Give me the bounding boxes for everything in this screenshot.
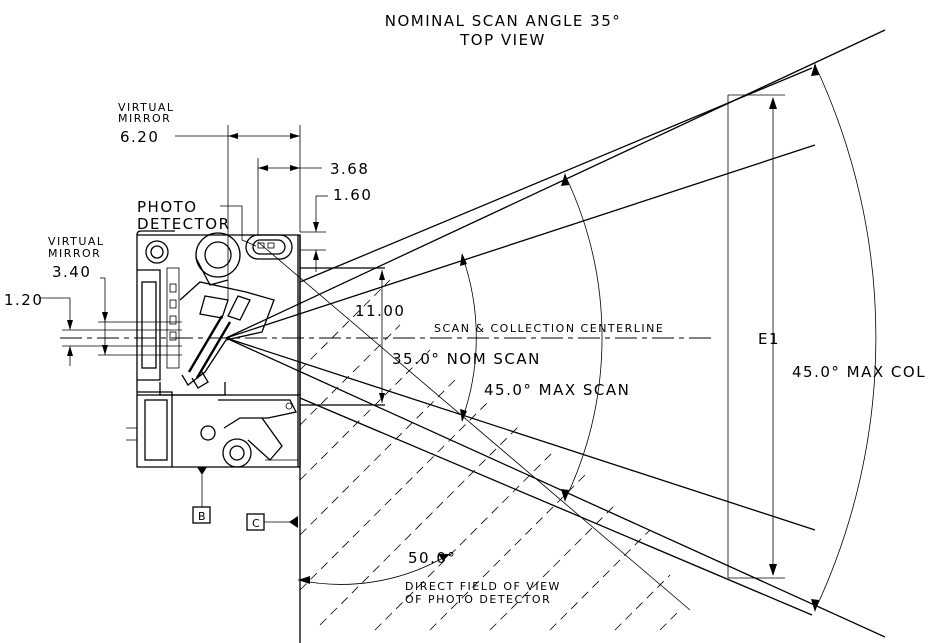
fov-edge-line: [257, 241, 691, 611]
e1-label: E1: [758, 330, 780, 348]
dim-3-68-label: 3.68: [330, 160, 369, 178]
scan-rays: [225, 29, 886, 638]
virtual-mirror-left-line2: MIRROR: [48, 247, 101, 260]
scanner-device: [126, 230, 301, 475]
datum-b-label: B: [198, 510, 207, 523]
virtual-mirror-top-value: 6.20: [120, 128, 159, 146]
title-line-2: TOP VIEW: [459, 31, 546, 49]
photo-detector-line2: DETECTOR: [137, 215, 231, 233]
fov-hatch: [299, 279, 681, 631]
datum-c-label: C: [252, 517, 261, 530]
virtual-mirror-top-line1: VIRTUAL: [118, 101, 175, 114]
fov-label-line1: DIRECT FIELD OF VIEW: [405, 580, 561, 593]
fov-label-line2: OF PHOTO DETECTOR: [405, 593, 551, 606]
dim-11-00-label: 11.00: [355, 302, 405, 320]
nom-scan-label: 35.0° NOM SCAN: [392, 350, 541, 368]
datum-b: [192, 475, 211, 524]
angle-50-label: 50.0°: [408, 549, 456, 567]
virtual-mirror-top-line2: MIRROR: [118, 112, 171, 125]
dim-11-00: [379, 270, 385, 403]
e1-dimension: [727, 94, 785, 579]
dim-1-60-label: 1.60: [333, 186, 372, 204]
angle-arcs: [297, 63, 877, 612]
left-dimensions: [40, 277, 182, 366]
photo-detector-line1: PHOTO: [137, 198, 198, 216]
centerline-label: SCAN & COLLECTION CENTERLINE: [434, 322, 664, 335]
virtual-mirror-left-line1: VIRTUAL: [48, 235, 105, 248]
max-scan-label: 45.0° MAX SCAN: [484, 381, 630, 399]
datum-c: [246, 513, 298, 531]
dim-1-20-label: 1.20: [4, 291, 43, 309]
title-line-1: NOMINAL SCAN ANGLE 35°: [385, 12, 622, 30]
virtual-mirror-left-value: 3.40: [52, 263, 91, 281]
photo-detector-leader: [220, 205, 257, 247]
top-dimensions: [175, 125, 328, 300]
max-col-label: 45.0° MAX COL: [792, 363, 926, 381]
